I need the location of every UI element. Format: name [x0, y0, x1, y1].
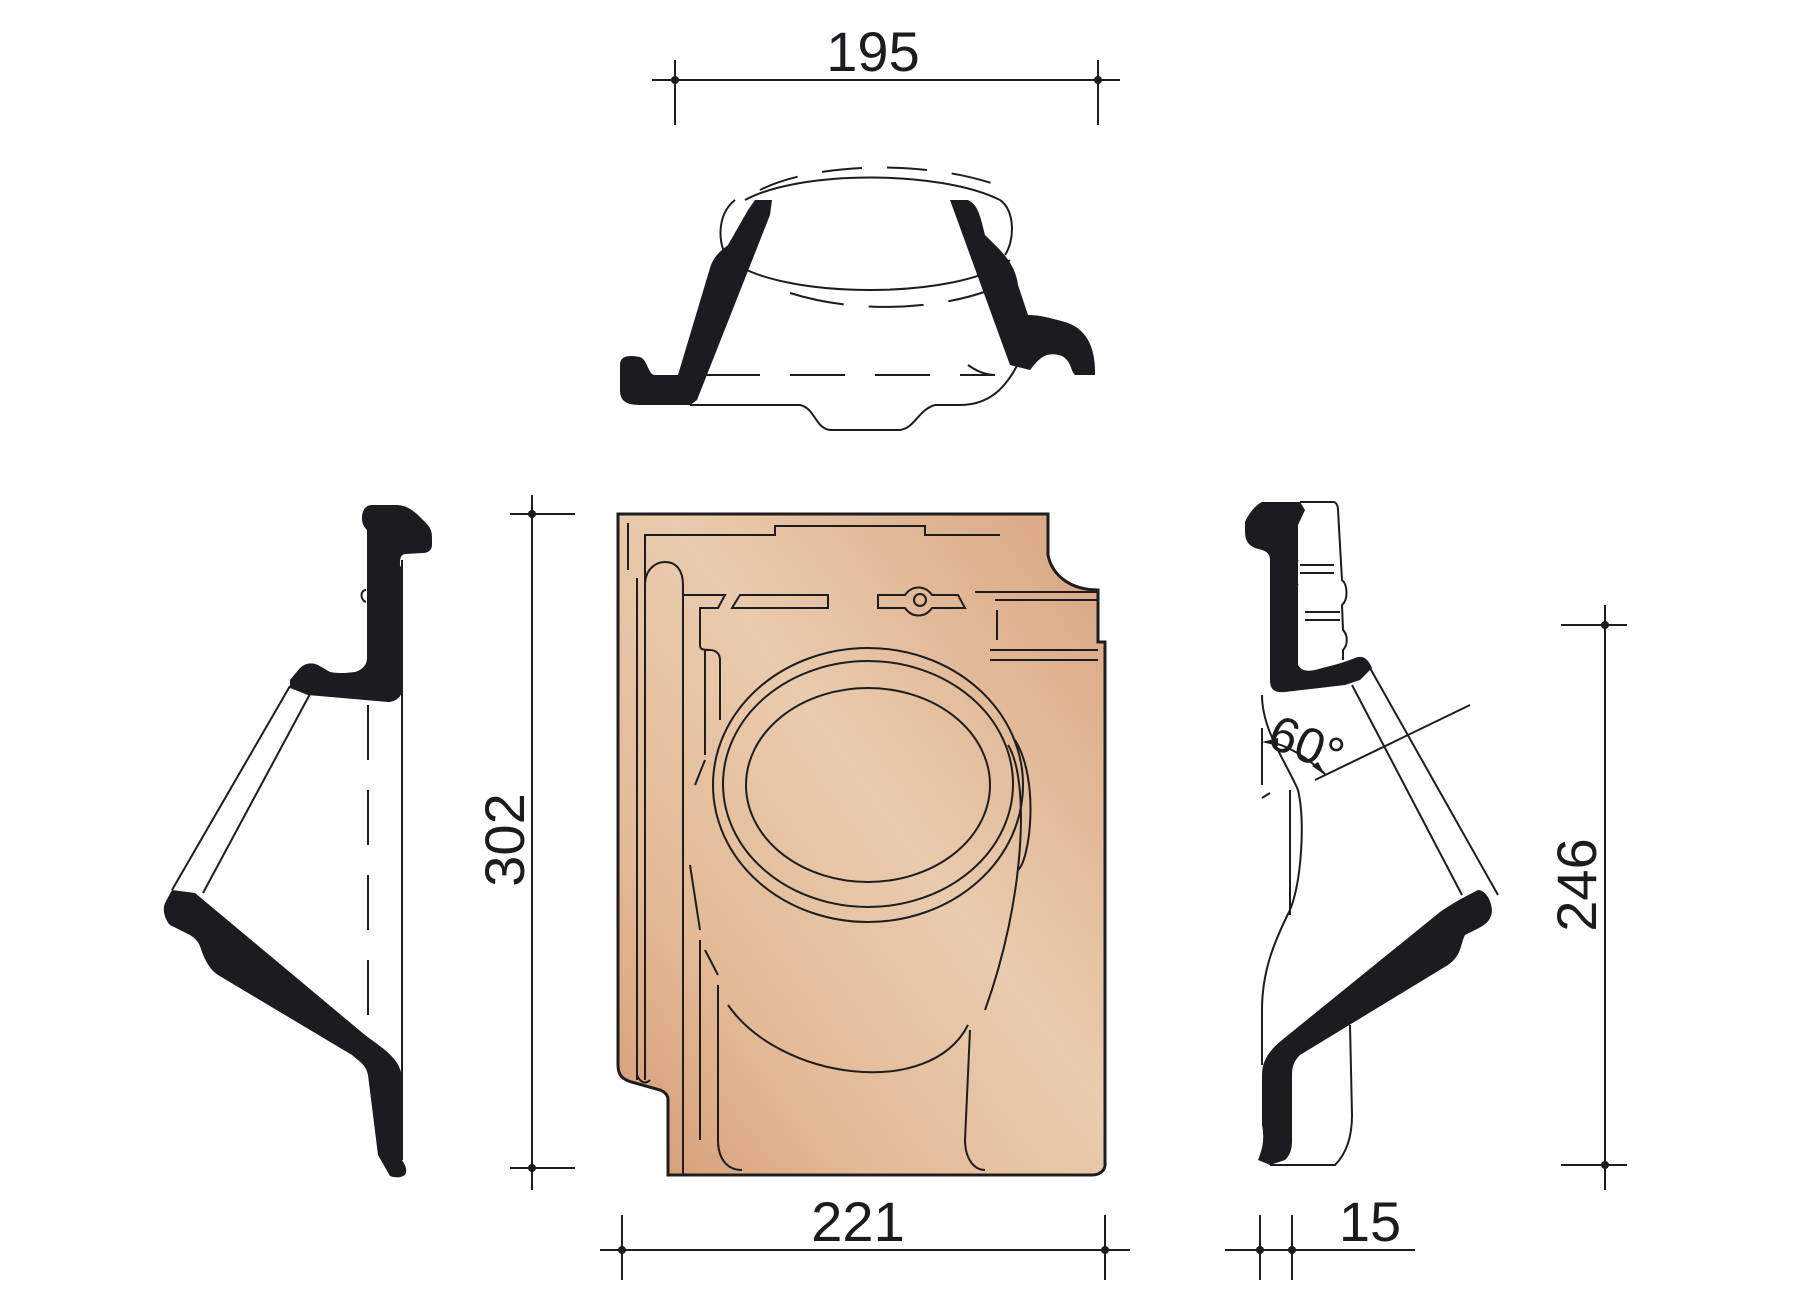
dimension-label-15: 15 — [1339, 1190, 1401, 1253]
left-profile-view — [163, 505, 432, 1178]
top-profile-view — [620, 166, 1095, 431]
tile-front-view — [616, 512, 1107, 1177]
dimension-label-221: 221 — [811, 1190, 904, 1253]
dimension-top-width: 195 — [652, 20, 1120, 125]
dimension-tile-height: 302 — [473, 495, 575, 1190]
right-profile-view: 60° — [1245, 501, 1499, 1166]
dimension-tile-width: 221 — [600, 1190, 1130, 1280]
dimension-label-302: 302 — [473, 793, 536, 886]
dimension-right-offset: 15 — [1225, 1190, 1415, 1280]
dimension-label-246: 246 — [1545, 838, 1608, 931]
dimension-label-195: 195 — [826, 20, 919, 83]
angle-label-60: 60° — [1261, 704, 1352, 784]
dimension-right-height: 246 — [1545, 605, 1627, 1190]
